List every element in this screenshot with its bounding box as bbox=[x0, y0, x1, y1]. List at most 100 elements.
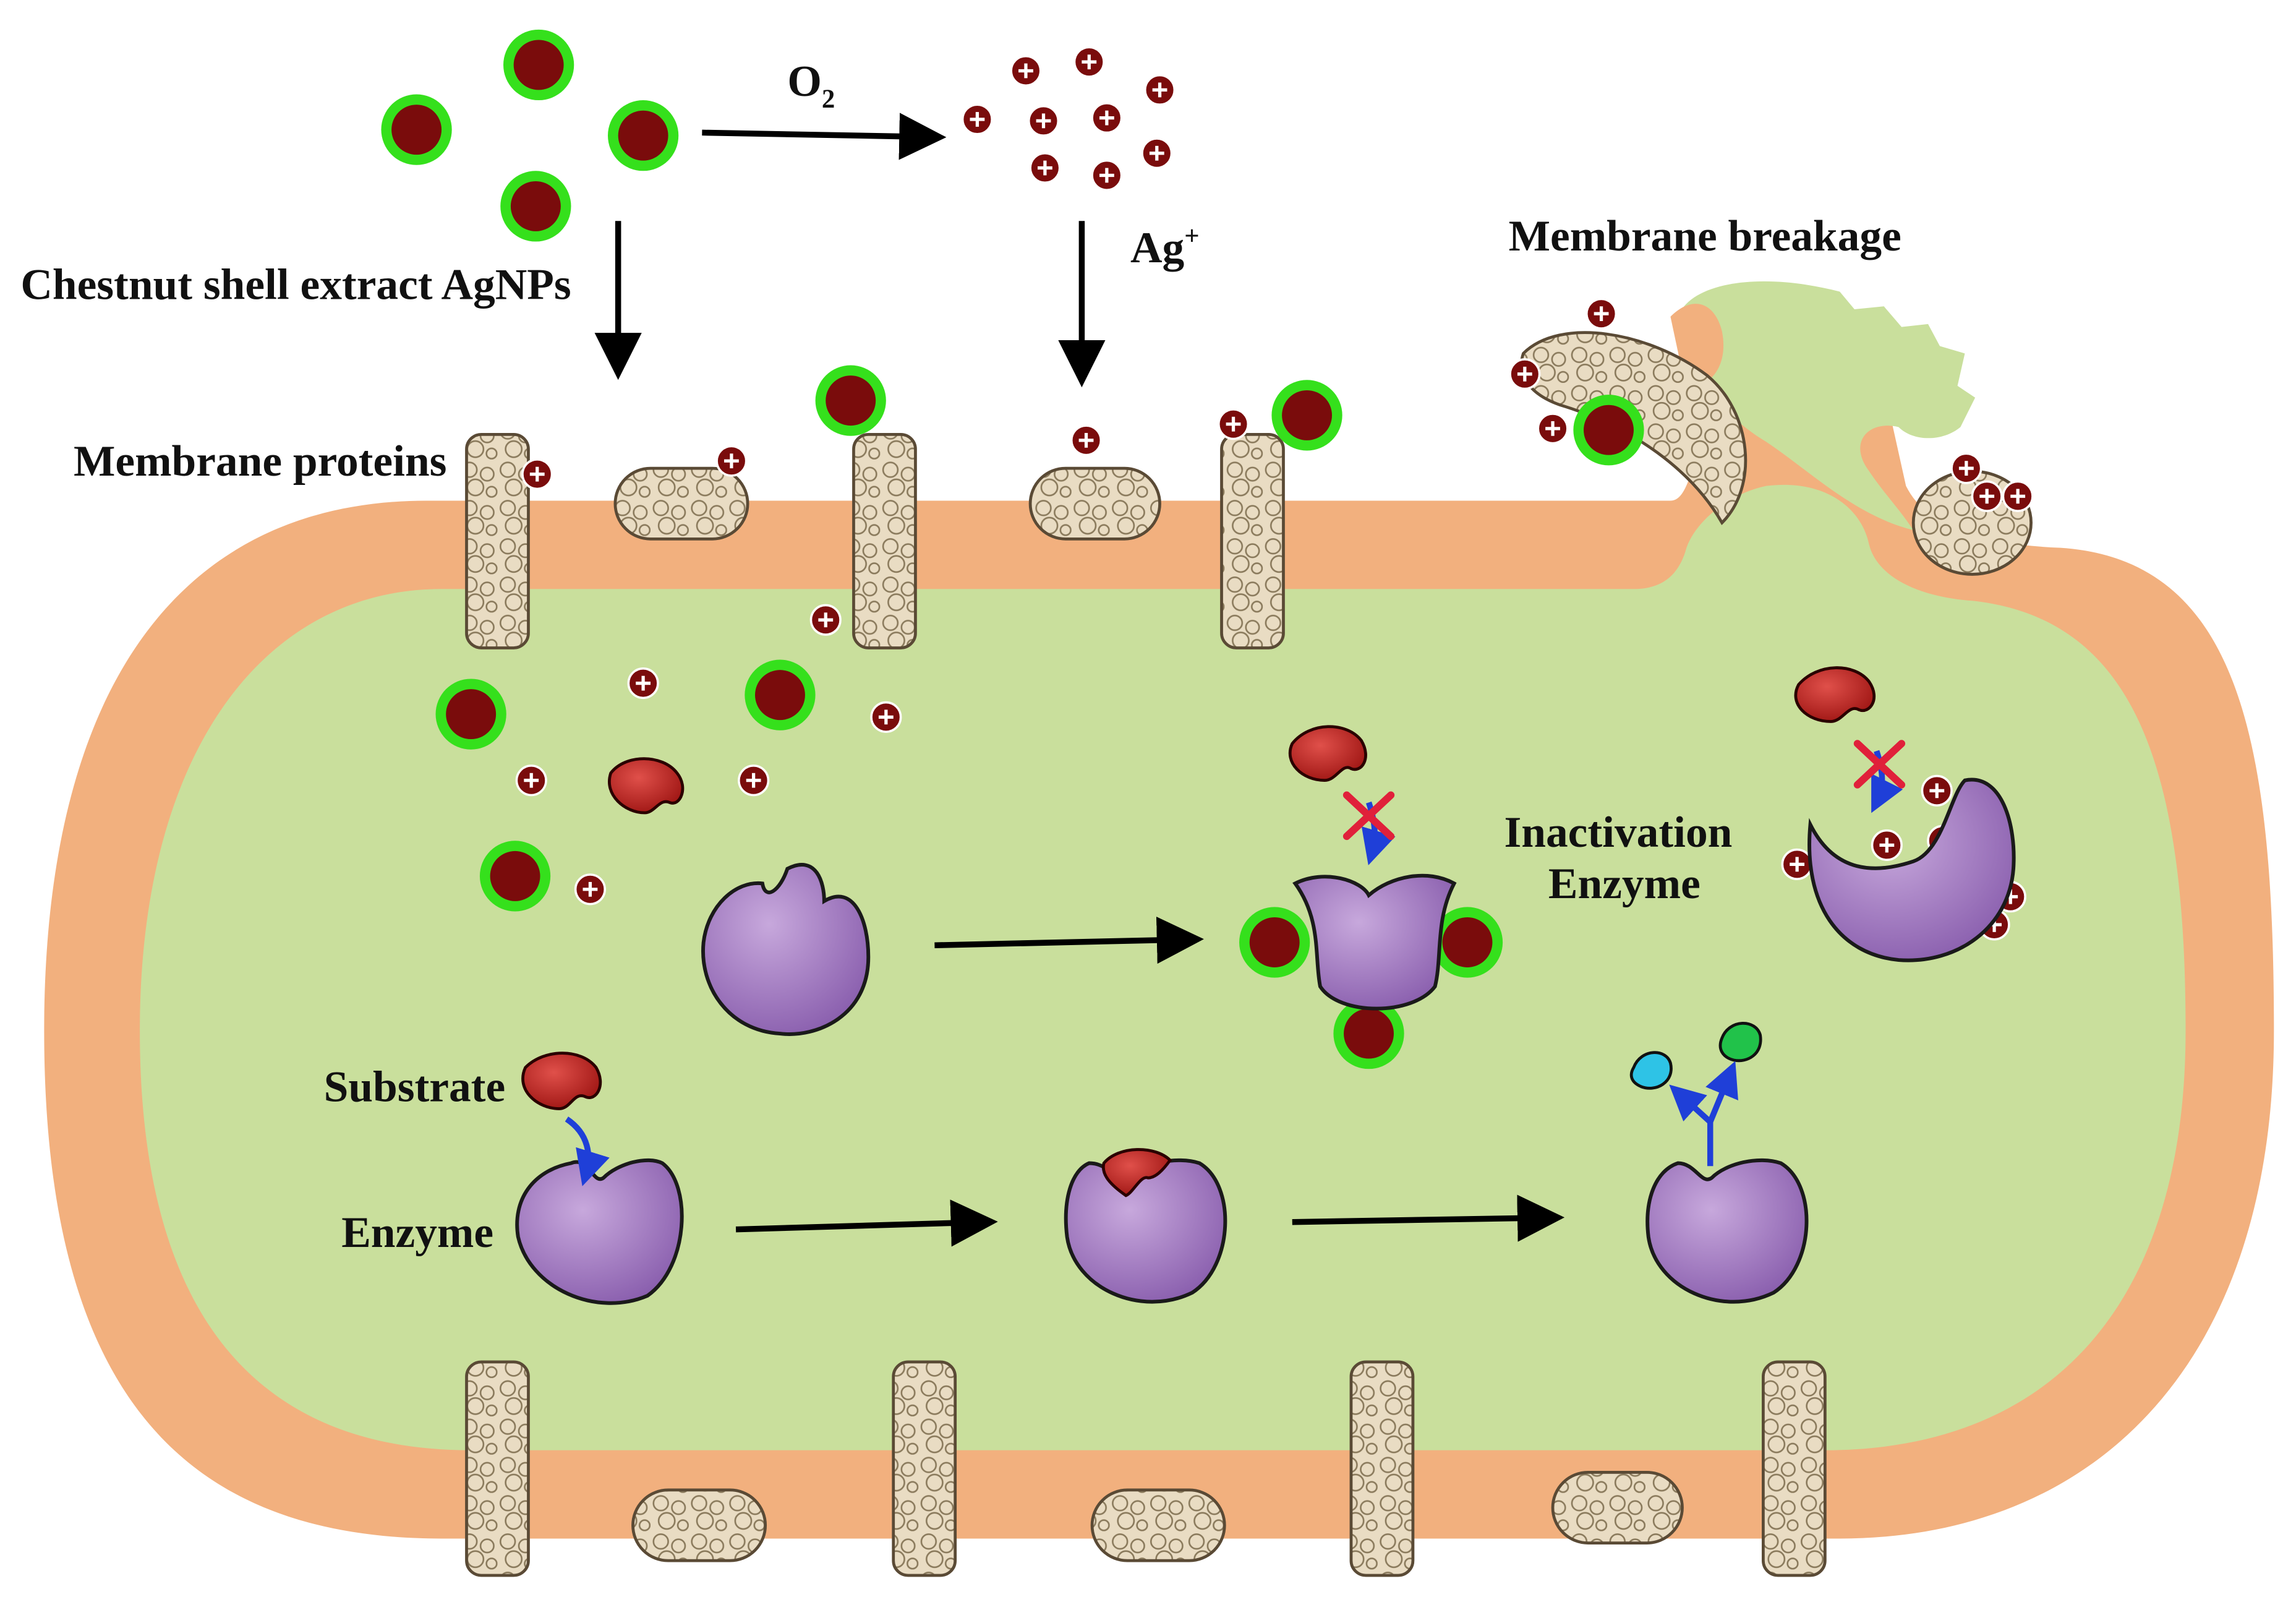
nanoparticle-icon bbox=[1333, 998, 1404, 1069]
enzyme-icon bbox=[1807, 777, 2016, 962]
enzyme-icon bbox=[1292, 873, 1457, 1011]
nanoparticle-icon bbox=[607, 100, 679, 171]
silver-ion-icon bbox=[961, 103, 993, 135]
membrane-protein-icon bbox=[465, 432, 530, 649]
membrane-breakage-region bbox=[1678, 281, 1976, 531]
flow-arrow bbox=[1705, 1061, 1738, 1123]
silver-ion-icon bbox=[1027, 105, 1060, 137]
silver-ion-icon bbox=[1509, 358, 1541, 390]
silver-ion-icon bbox=[1143, 74, 1176, 106]
silver-ion-icon bbox=[574, 873, 607, 906]
nanoparticle-icon bbox=[381, 94, 452, 165]
silver-ion-icon bbox=[809, 604, 842, 636]
silver-ion-icon bbox=[1010, 54, 1042, 87]
substrate-binding-arrow bbox=[735, 1199, 998, 1247]
silver-ion-icon bbox=[1217, 408, 1250, 440]
label-o2: O2 bbox=[787, 57, 835, 114]
silver-ion-icon bbox=[1585, 298, 1618, 330]
products bbox=[1629, 1022, 1762, 1090]
silver-ion-icon bbox=[1871, 829, 1903, 861]
silver-ion-icon bbox=[521, 458, 553, 490]
membrane-proteins-bottom bbox=[465, 1360, 1827, 1577]
label-o2-main: O bbox=[787, 57, 822, 106]
nanoparticle-icon bbox=[815, 365, 886, 436]
flow-arrows bbox=[565, 750, 1903, 1186]
silver-ion-icon bbox=[2002, 480, 2034, 512]
membrane-protein-icon bbox=[1220, 432, 1285, 649]
silver-ion-icon bbox=[870, 701, 902, 733]
silver-ion-icon bbox=[1921, 774, 1953, 807]
enzyme-icon bbox=[1645, 1158, 1809, 1304]
substrate-icon bbox=[521, 1052, 602, 1110]
membrane-protein-icon bbox=[892, 1360, 957, 1577]
substrates bbox=[521, 666, 1876, 1197]
silver-ion-icon bbox=[1091, 159, 1123, 192]
enzyme-binding-arrow bbox=[934, 916, 1204, 964]
label-inactivation-enzyme: Enzyme bbox=[1548, 859, 1701, 908]
nanoparticle-icon bbox=[1573, 395, 1644, 466]
membrane-protein-icon bbox=[465, 1360, 530, 1577]
label-membrane-breakage: Membrane breakage bbox=[1509, 212, 1901, 260]
nanoparticle-icon bbox=[479, 841, 551, 912]
substrate-icon bbox=[1794, 666, 1876, 723]
product-icon bbox=[1629, 1051, 1673, 1090]
label-ag-main: Ag bbox=[1130, 223, 1184, 272]
label-enzyme: Enzyme bbox=[341, 1208, 493, 1257]
nanoparticle-icon bbox=[1271, 380, 1342, 451]
silver-ions bbox=[515, 46, 2034, 941]
silver-ion-icon bbox=[515, 765, 547, 797]
enzyme-icon bbox=[1064, 1158, 1227, 1304]
silver-ion-icon bbox=[1091, 102, 1123, 134]
silver-ion-icon bbox=[1971, 480, 2003, 512]
label-membrane-proteins: Membrane proteins bbox=[74, 437, 446, 486]
silver-ion-icon bbox=[715, 445, 748, 477]
process-arrows bbox=[594, 113, 1565, 1247]
membrane-protein-icon bbox=[1349, 1360, 1415, 1577]
nanoparticle-icon bbox=[503, 29, 574, 101]
flow-arrow bbox=[565, 1116, 610, 1186]
silver-ion-icon bbox=[1950, 452, 1982, 484]
cytoplasm bbox=[140, 484, 2186, 1450]
silver-ion-icon bbox=[1070, 424, 1103, 456]
nanoparticle-icon bbox=[500, 171, 571, 242]
silver-ion-icon bbox=[627, 667, 659, 700]
label-agnps: Chestnut shell extract AgNPs bbox=[20, 260, 571, 309]
membrane-protein-icon bbox=[1551, 1470, 1684, 1544]
enzymes bbox=[515, 777, 2016, 1305]
substrate-icon bbox=[608, 757, 685, 815]
nanoparticle-icon bbox=[1239, 907, 1310, 978]
label-inactivation: Inactivation bbox=[1504, 808, 1732, 857]
product-release-arrow bbox=[1292, 1194, 1565, 1242]
inhibition-x-icon bbox=[1853, 740, 1906, 789]
inhibition-x-icon bbox=[1342, 791, 1395, 841]
flow-arrow bbox=[1871, 750, 1903, 813]
enzyme-icon bbox=[701, 863, 871, 1036]
membrane-protein-icon bbox=[1090, 1488, 1226, 1562]
silver-ion-icon bbox=[1781, 848, 1813, 880]
silver-ion-icon bbox=[1029, 152, 1061, 184]
silver-ion-icon bbox=[1537, 413, 1569, 445]
nanoparticle-icon bbox=[745, 659, 816, 730]
silver-ion-icon bbox=[738, 765, 770, 797]
membrane-protein-icon bbox=[613, 466, 749, 541]
membrane-protein-icon bbox=[1028, 466, 1161, 541]
oxidation-arrow bbox=[702, 113, 947, 160]
product-icon bbox=[1718, 1022, 1762, 1063]
membrane-protein-icon bbox=[631, 1488, 767, 1562]
label-o2-sub: 2 bbox=[822, 85, 835, 114]
labels: Chestnut shell extract AgNPs O2 Ag+ Memb… bbox=[20, 57, 1901, 1257]
membrane-protein-icon bbox=[1762, 1360, 1827, 1577]
membrane-protein-icon bbox=[852, 432, 917, 649]
nanoparticle-icon bbox=[435, 679, 506, 750]
silver-ion-icon bbox=[1073, 46, 1105, 78]
nanoparticle-icon bbox=[1432, 907, 1503, 978]
label-substrate: Substrate bbox=[324, 1063, 506, 1112]
substrate-icon bbox=[1288, 725, 1367, 782]
nanoparticles bbox=[381, 29, 1644, 1069]
silver-ion-icon bbox=[1141, 137, 1173, 169]
inhibition-marks bbox=[1342, 740, 1906, 841]
substrate-icon bbox=[1101, 1148, 1172, 1197]
label-ag-ion: Ag+ bbox=[1130, 221, 1200, 272]
